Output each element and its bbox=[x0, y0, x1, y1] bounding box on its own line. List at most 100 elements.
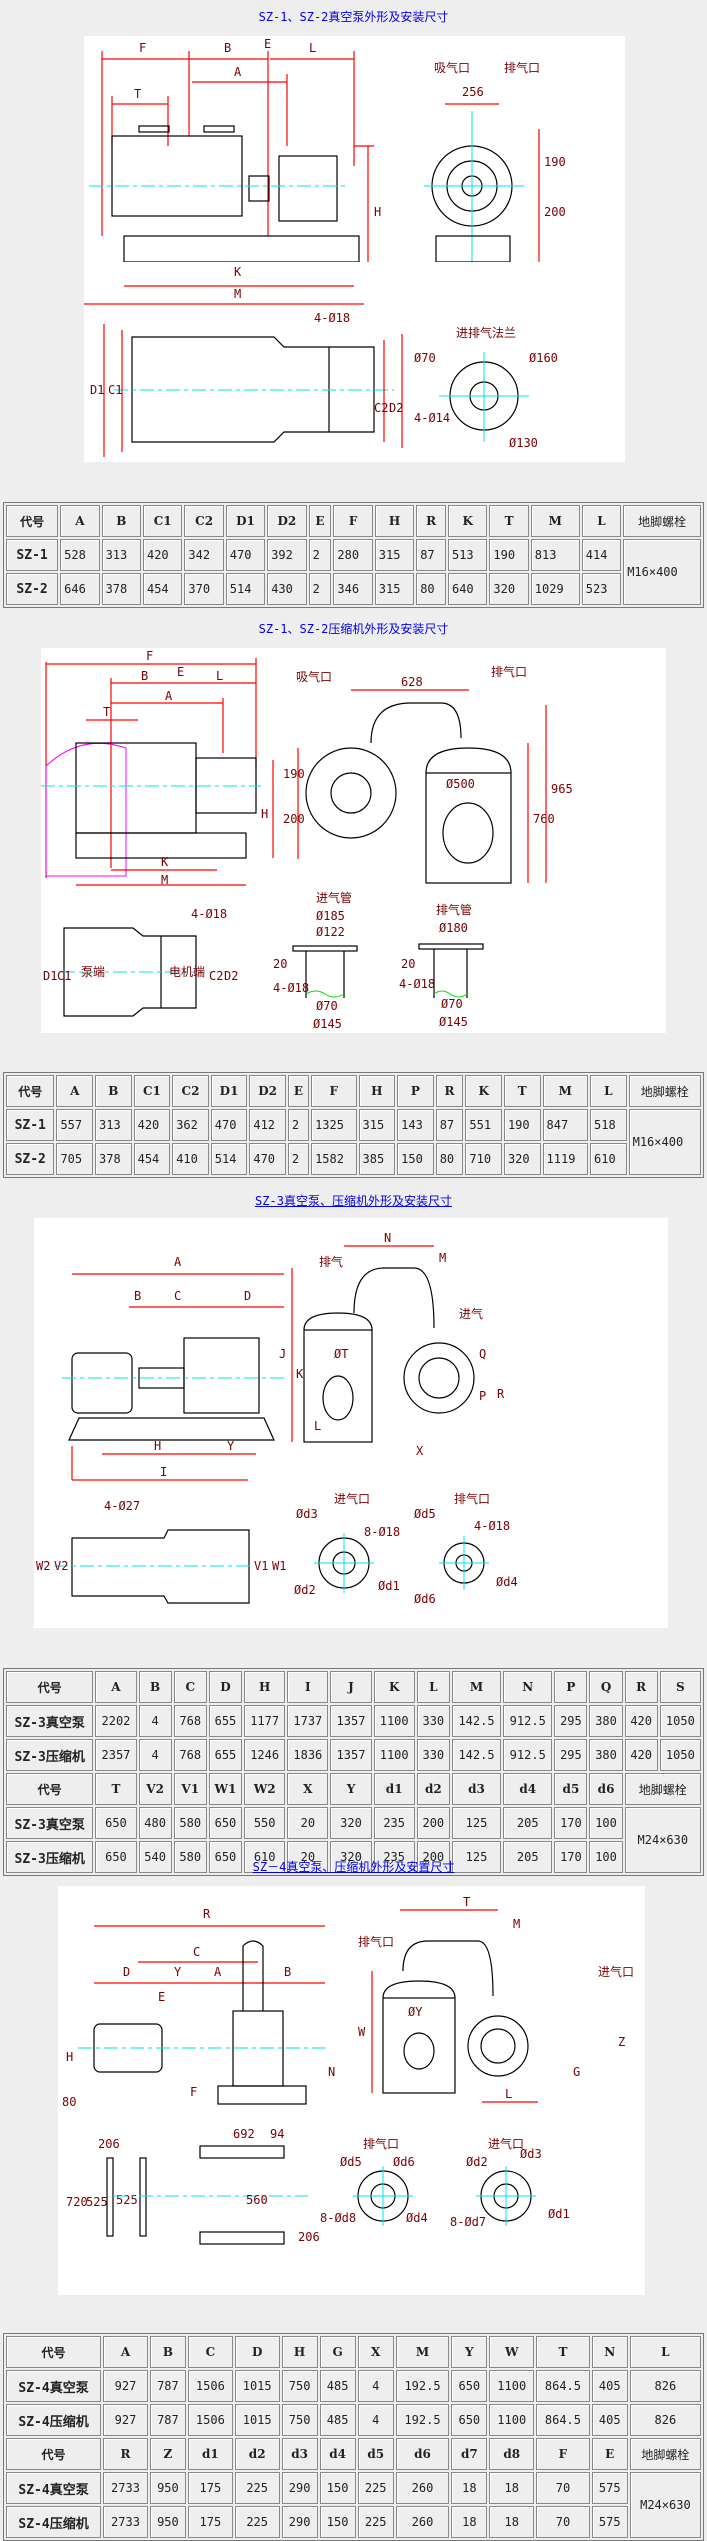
section-title-sz3[interactable]: SZ-3真空泵、压缩机外形及安装尺寸 bbox=[255, 1194, 452, 1208]
value-cell: 787 bbox=[149, 2370, 186, 2402]
table-row: SZ-3真空泵 2202 4 768 655 1177 1737 1357 11… bbox=[6, 1705, 701, 1737]
table-header: L bbox=[590, 1075, 627, 1107]
value-cell: 640 bbox=[447, 573, 488, 605]
value-cell: 470 bbox=[210, 1109, 248, 1141]
drawing-svg: K M 4-Ø18 D1 C1 C2 D2 进排气法兰 Ø70 Ø160 4-Ø… bbox=[84, 265, 558, 457]
value-cell: 378 bbox=[101, 573, 141, 605]
value-cell: 1836 bbox=[287, 1739, 329, 1771]
value-cell: 4 bbox=[357, 2370, 394, 2402]
table-header: G bbox=[319, 2336, 356, 2368]
table-header: 代号 bbox=[6, 2336, 102, 2368]
model-cell: SZ-4真空泵 bbox=[6, 2472, 102, 2504]
dim-label-b: B bbox=[134, 1289, 141, 1303]
dim-label-x: X bbox=[416, 1444, 424, 1458]
dim-label-d1: D1 bbox=[43, 969, 57, 983]
table-header: B bbox=[149, 2336, 186, 2368]
value-cell: 826 bbox=[629, 2370, 701, 2402]
table-header: H bbox=[244, 1671, 286, 1703]
value-cell: 143 bbox=[397, 1109, 434, 1141]
dim-label-d4: Ød4 bbox=[496, 1575, 518, 1589]
value-cell: 320 bbox=[503, 1143, 541, 1175]
value-cell: 927 bbox=[103, 2404, 148, 2436]
value-cell: 650 bbox=[208, 1807, 243, 1839]
value-cell: 18 bbox=[489, 2506, 535, 2538]
dim-label-d5: Ød5 bbox=[414, 1507, 436, 1521]
dim-label-h: H bbox=[66, 2050, 73, 2064]
outlet-port-label: 排气口 bbox=[454, 1491, 490, 1506]
value-cell: 380 bbox=[589, 1739, 623, 1771]
value-cell: 650 bbox=[451, 2370, 488, 2402]
inlet-direction-label: 进气 bbox=[459, 1306, 483, 1321]
table-header: X bbox=[357, 2336, 394, 2368]
table-row: SZ-1 557 313 420 362 470 412 2 1325 315 … bbox=[6, 1109, 701, 1175]
table-header: R bbox=[103, 2438, 148, 2470]
value-cell: 750 bbox=[281, 2404, 318, 2436]
dim-label-8-d7: 8-Ød7 bbox=[450, 2215, 486, 2229]
dim-label-m: M bbox=[513, 1917, 520, 1931]
section-title-sz1-sz2-vacuum-pump: SZ-1、SZ-2真空泵外形及安装尺寸 bbox=[258, 10, 449, 24]
table-header: P bbox=[397, 1075, 434, 1107]
value-cell: 18 bbox=[451, 2472, 488, 2504]
table-header: C1 bbox=[133, 1075, 171, 1107]
dim-label-v2: V2 bbox=[54, 1559, 68, 1573]
value-cell: 330 bbox=[416, 1739, 450, 1771]
value-cell: 342 bbox=[184, 539, 224, 571]
drawing-svg: 泵端 电机端 4-Ø18 D1 C1 C2 D2 进气管 Ø185 Ø122 2… bbox=[43, 890, 484, 1031]
value-cell: 170 bbox=[554, 1807, 588, 1839]
dim-label-b: B bbox=[141, 669, 148, 683]
outlet-label: 排气口 bbox=[504, 60, 540, 75]
dim-label-c1: C1 bbox=[108, 383, 122, 397]
dim-value-560: 560 bbox=[246, 2193, 268, 2207]
dim-value-180: Ø180 bbox=[439, 921, 468, 935]
table-header: F bbox=[311, 1075, 357, 1107]
value-cell: 1100 bbox=[373, 1739, 415, 1771]
value-cell: 813 bbox=[530, 539, 580, 571]
table-header: 代号 bbox=[6, 1773, 94, 1805]
value-cell: 650 bbox=[95, 1841, 137, 1873]
value-cell: 610 bbox=[590, 1143, 627, 1175]
value-cell: 750 bbox=[281, 2370, 318, 2402]
dim-label-z: Z bbox=[618, 2035, 625, 2049]
spec-table-sz1-sz2-vacuum-pump: 代号 A B C1 C2 D1 D2 E F H R K T M L 地脚螺栓 … bbox=[3, 502, 704, 608]
value-cell: 320 bbox=[330, 1841, 372, 1873]
table-header: 代号 bbox=[6, 1671, 94, 1703]
table-header: 代号 bbox=[6, 2438, 102, 2470]
value-cell: 550 bbox=[244, 1807, 286, 1839]
value-cell: 87 bbox=[435, 1109, 464, 1141]
value-cell: 1357 bbox=[330, 1705, 372, 1737]
value-cell: 313 bbox=[95, 1109, 132, 1141]
dim-value-692: 692 bbox=[233, 2127, 255, 2141]
table-header: R bbox=[435, 1075, 464, 1107]
table-header: T bbox=[503, 1075, 541, 1107]
value-cell: 912.5 bbox=[503, 1739, 553, 1771]
inlet-port-label: 进气口 bbox=[334, 1491, 370, 1506]
value-cell: 514 bbox=[210, 1143, 248, 1175]
value-cell: 454 bbox=[133, 1143, 171, 1175]
value-cell: 315 bbox=[358, 1109, 396, 1141]
table-header: H bbox=[281, 2336, 318, 2368]
dim-value-70: Ø70 bbox=[414, 351, 436, 365]
drawing-sz3: A B C D H Y I N M 排气 进气 ØT J K L Q P R X… bbox=[34, 1218, 668, 1628]
table-header: d1 bbox=[187, 2438, 233, 2470]
dim-label-d2: D2 bbox=[224, 969, 238, 983]
value-cell: 2 bbox=[308, 539, 332, 571]
dim-value-130: Ø130 bbox=[509, 436, 538, 450]
dim-value-122: Ø122 bbox=[316, 925, 345, 939]
value-cell: 705 bbox=[56, 1143, 94, 1175]
table-header: H bbox=[358, 1075, 396, 1107]
drawing-sz4: R C D Y A B E H 80 F N T M 排气口 进气口 ØY W … bbox=[58, 1886, 645, 2295]
section-title-sz4[interactable]: SZ－4真空泵、压缩机外形及安置尺寸 bbox=[252, 1860, 455, 1874]
dim-label-8-d8: 8-Ød8 bbox=[320, 2211, 356, 2225]
value-cell: 100 bbox=[589, 1841, 623, 1873]
dim-value-4-14: 4-Ø14 bbox=[414, 411, 450, 425]
table-header: L bbox=[416, 1671, 450, 1703]
model-cell: SZ-3压缩机 bbox=[6, 1739, 94, 1771]
value-cell: 20 bbox=[287, 1807, 329, 1839]
dim-label-t: T bbox=[134, 87, 141, 101]
dim-label-d2: Ød2 bbox=[466, 2155, 488, 2169]
drawing-svg: A B C D H Y I N M 排气 进气 ØT J K L Q P R X… bbox=[36, 1231, 518, 1606]
table-header: Q bbox=[589, 1671, 623, 1703]
value-cell: 1582 bbox=[311, 1143, 357, 1175]
value-cell: 330 bbox=[416, 1705, 450, 1737]
table-header: d1 bbox=[373, 1773, 415, 1805]
